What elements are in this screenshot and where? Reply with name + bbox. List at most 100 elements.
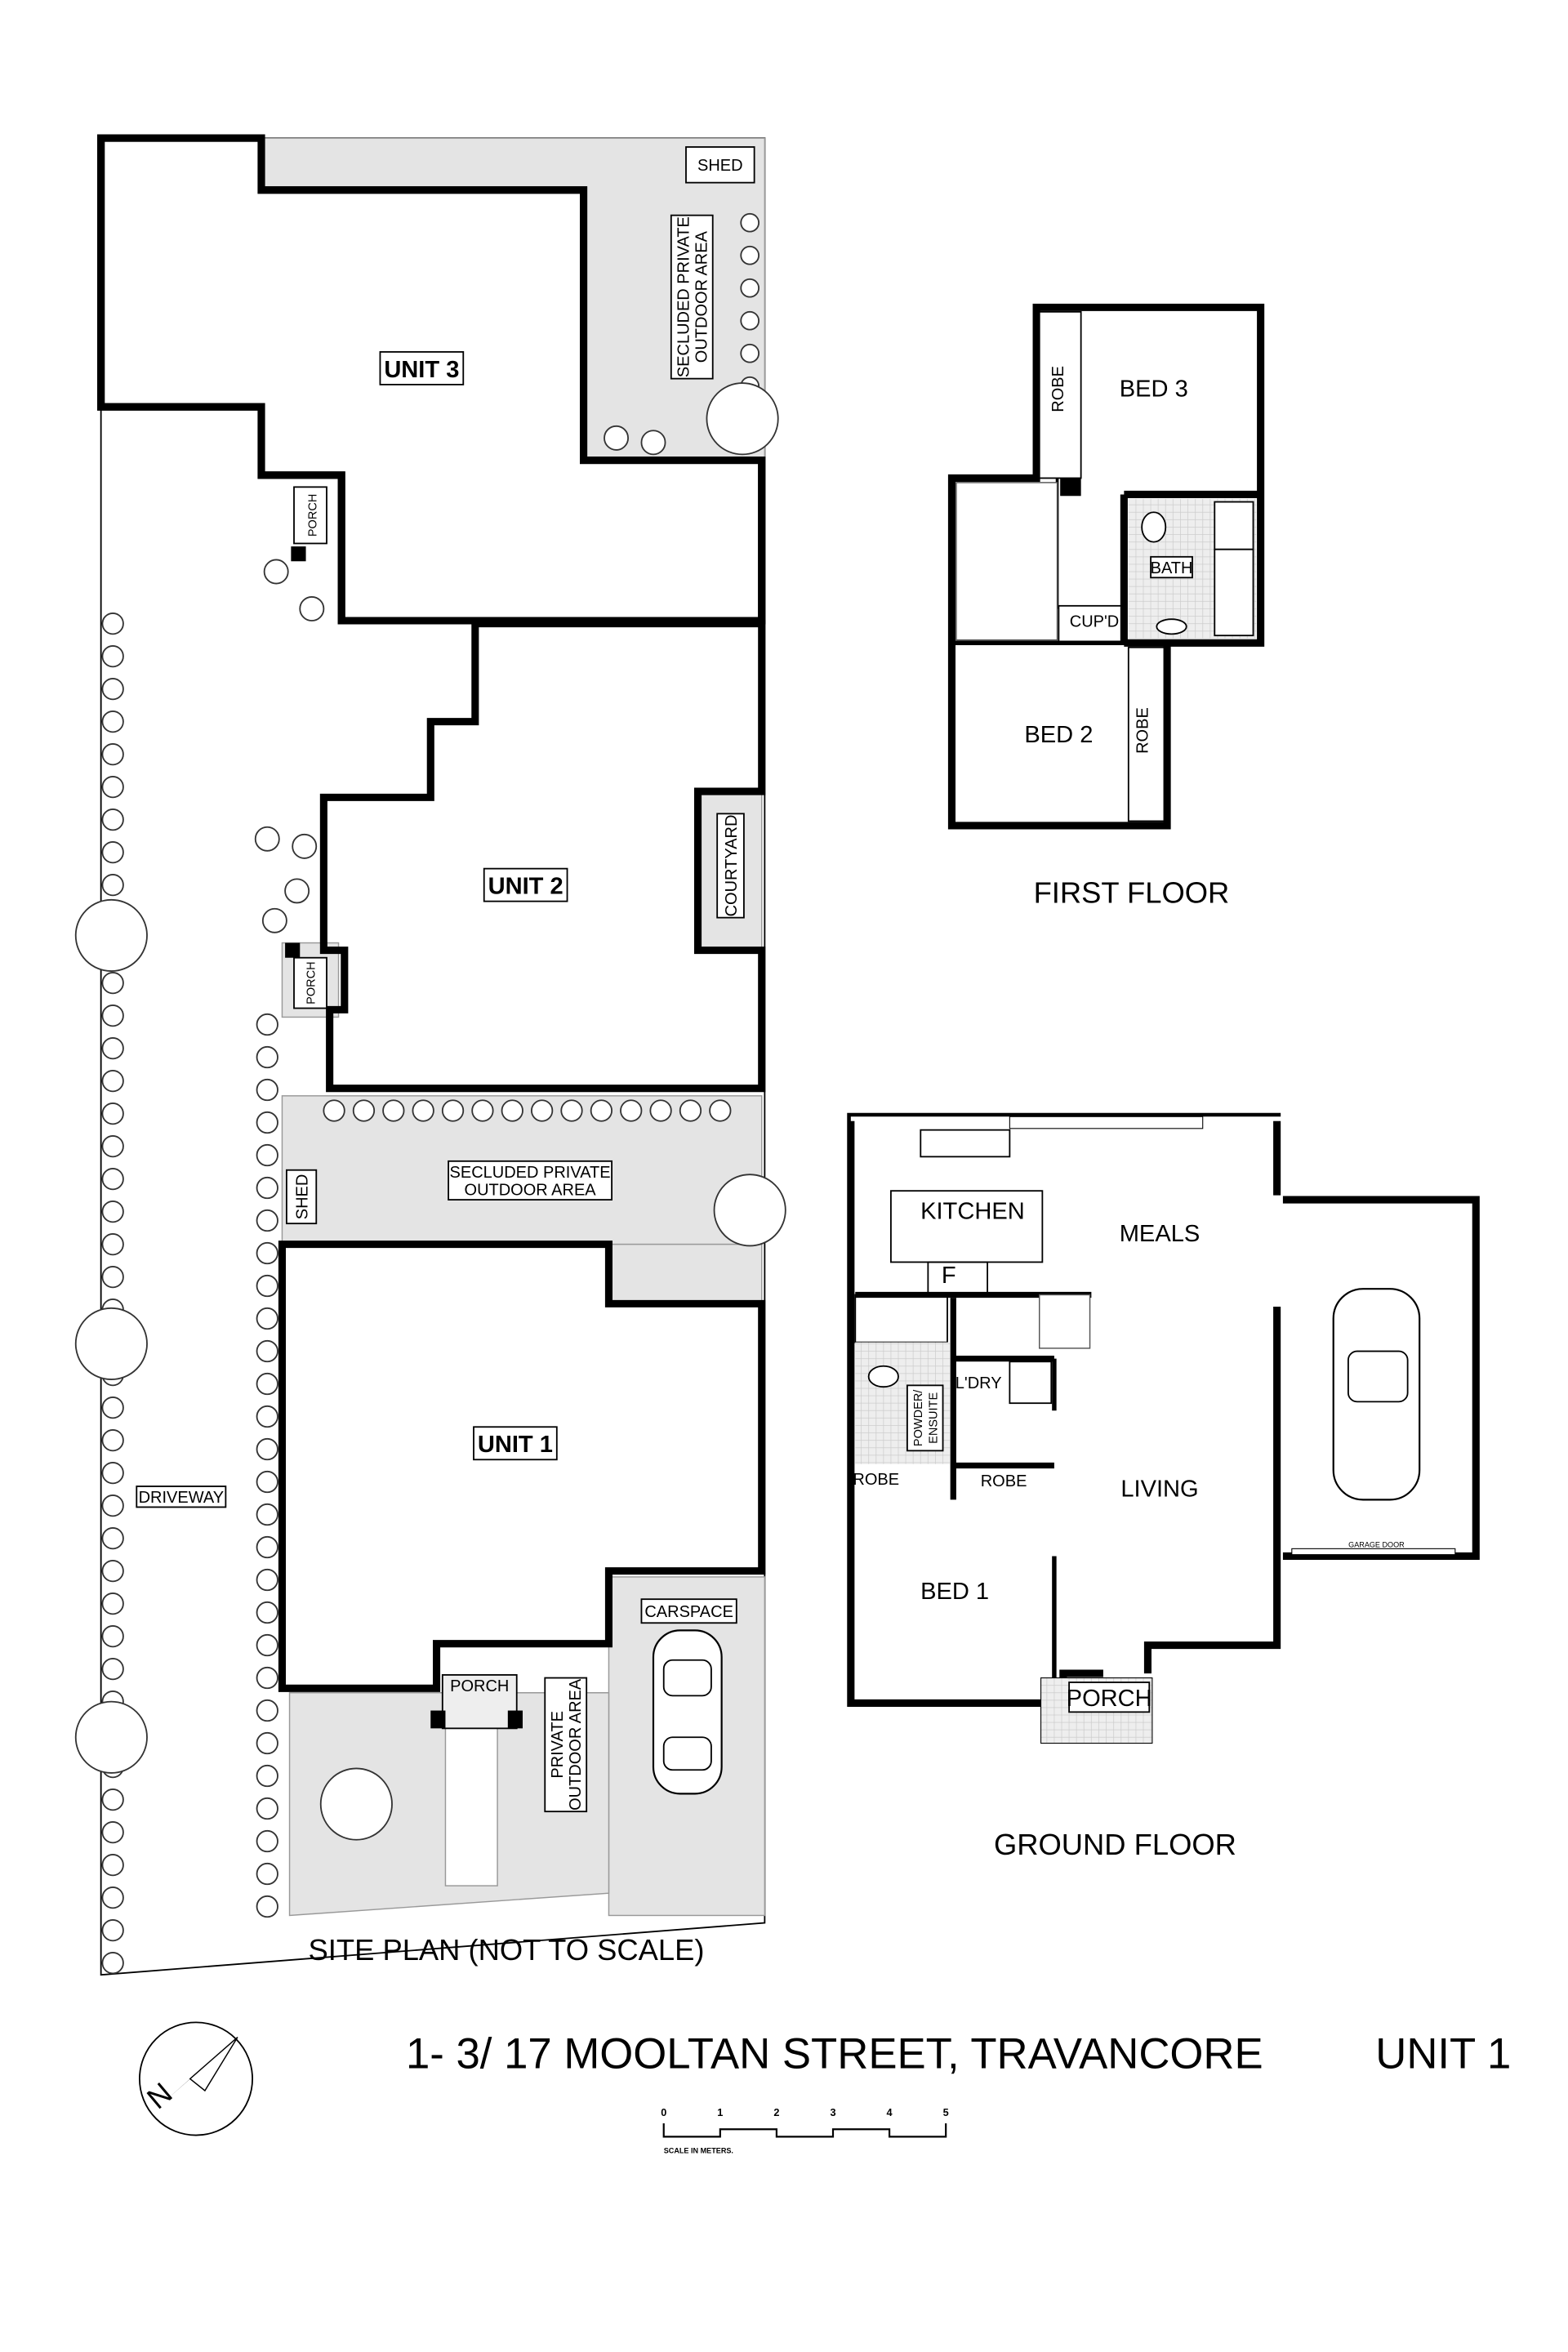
shrub-icon: [256, 1209, 278, 1232]
shed-top-label: SHED: [697, 157, 743, 175]
porch3-label: PORCH: [306, 494, 319, 537]
unit1-label: UNIT 1: [473, 1426, 558, 1461]
shrub-icon: [299, 595, 325, 621]
shrub-icon: [256, 1764, 278, 1788]
scale-tick-label: 1: [717, 2106, 723, 2118]
shrub-icon: [352, 1099, 376, 1122]
svg-text:DRIVEWAY: DRIVEWAY: [139, 1489, 224, 1507]
unit-title: UNIT 1: [1375, 2030, 1511, 2078]
shrub-icon: [74, 1700, 148, 1774]
shrub-icon: [412, 1099, 434, 1122]
shrub-icon: [256, 1274, 278, 1298]
shrub-icon: [256, 1731, 278, 1755]
shrub-icon: [284, 878, 310, 904]
shrub-icon: [471, 1099, 494, 1122]
shrub-icon: [740, 310, 760, 331]
shrub-icon: [101, 743, 124, 766]
ground-floor-title: GROUND FLOOR: [994, 1828, 1236, 1861]
shrub-icon: [101, 971, 124, 995]
shrub-icon: [101, 840, 124, 864]
unit2-label: UNIT 2: [483, 867, 568, 902]
ff-robe-a-label: ROBE: [1049, 366, 1067, 412]
shrub-icon: [706, 382, 779, 456]
living-label: LIVING: [1120, 1477, 1198, 1503]
bed3-label: BED 3: [1120, 376, 1188, 402]
svg-text:POWDER/: POWDER/: [912, 1389, 925, 1446]
shrub-icon: [101, 1265, 124, 1289]
garage-car-icon: [1332, 1288, 1421, 1501]
powder-ensuite-label: POWDER/ ENSUITE: [906, 1384, 944, 1452]
svg-text:ENSUITE: ENSUITE: [927, 1392, 940, 1444]
shrub-icon: [531, 1099, 554, 1122]
shrub-icon: [256, 1829, 278, 1853]
scale-tick-label: 5: [943, 2106, 949, 2118]
garage-door: [1291, 1548, 1456, 1556]
shrub-icon: [709, 1099, 732, 1122]
shrub-icon: [590, 1099, 612, 1122]
first-floor-title: FIRST FLOOR: [1034, 875, 1230, 909]
sliding-door: [1009, 1116, 1204, 1129]
shrub-icon: [101, 1069, 124, 1093]
shrub-icon: [261, 907, 287, 933]
shrub-icon: [101, 1854, 124, 1877]
shrub-icon: [101, 1494, 124, 1517]
first-floor-plan: ROBE BED 3 BATH CUP'D BED 2 ROBE FIRST F…: [947, 303, 1265, 909]
car-icon: [652, 1629, 723, 1795]
bath-label: BATH: [1151, 559, 1193, 577]
shrub-icon: [256, 1503, 278, 1526]
garage-door-label: GARAGE DOOR: [1348, 1541, 1405, 1549]
svg-text:COURTYARD: COURTYARD: [723, 815, 741, 917]
shrub-icon: [101, 612, 124, 635]
shrub-icon: [620, 1099, 643, 1122]
svg-text:UNIT 3: UNIT 3: [384, 357, 459, 383]
shrub-icon: [256, 1111, 278, 1134]
ff-robe-b-label: ROBE: [1134, 707, 1152, 754]
fridge-label: F: [942, 1263, 956, 1289]
unit1-side-area: [608, 1243, 763, 1305]
unit2-footprint: [319, 620, 766, 1093]
shrub-icon: [101, 1461, 124, 1485]
shrub-icon: [256, 1666, 278, 1690]
scale-label: SCALE IN METERS.: [664, 2146, 733, 2154]
shrub-icon: [649, 1099, 672, 1122]
shrub-icon: [101, 1788, 124, 1811]
scale-tick-label: 2: [773, 2106, 779, 2118]
shrub-icon: [74, 1307, 148, 1380]
shrub-icon: [101, 1004, 124, 1027]
shrub-icon: [101, 1167, 124, 1191]
shrub-icon: [256, 1699, 278, 1722]
address-title: 1- 3/ 17 MOOLTAN STREET, TRAVANCORE: [406, 2030, 1263, 2078]
shrub-icon: [740, 212, 760, 233]
shed-mid-label: SHED: [286, 1169, 318, 1225]
shrub-icon: [560, 1099, 583, 1122]
shrub-icon: [640, 430, 666, 456]
kitchen-label: KITCHEN: [920, 1199, 1025, 1225]
shrub-icon: [256, 1470, 278, 1494]
svg-text:SHED: SHED: [293, 1174, 311, 1220]
shrub-icon: [256, 1633, 278, 1657]
scale-tick-label: 4: [887, 2106, 893, 2118]
porch1-label: PORCH: [450, 1677, 509, 1695]
svg-text:OUTDOOR AREA: OUTDOOR AREA: [465, 1182, 597, 1200]
shrub-icon: [740, 278, 760, 298]
shrub-icon: [319, 1767, 393, 1841]
unit1-footprint: [278, 1241, 766, 1692]
shrub-icon: [254, 826, 280, 852]
shrub-icon: [256, 1176, 278, 1200]
shrub-icon: [101, 1232, 124, 1256]
svg-text:PRIVATE: PRIVATE: [549, 1711, 567, 1779]
shrub-icon: [101, 873, 124, 897]
shrub-icon: [256, 1143, 278, 1167]
shrub-icon: [101, 678, 124, 701]
shrub-icon: [679, 1099, 702, 1122]
shrub-icon: [101, 1526, 124, 1550]
shrub-icon: [323, 1099, 345, 1122]
private-outdoor-label: PRIVATE OUTDOOR AREA: [544, 1677, 588, 1813]
shrub-icon: [74, 898, 148, 972]
shrub-icon: [604, 425, 629, 451]
shrub-icon: [101, 1821, 124, 1844]
shrub-icon: [256, 1405, 278, 1428]
shrub-icon: [101, 1952, 124, 1975]
